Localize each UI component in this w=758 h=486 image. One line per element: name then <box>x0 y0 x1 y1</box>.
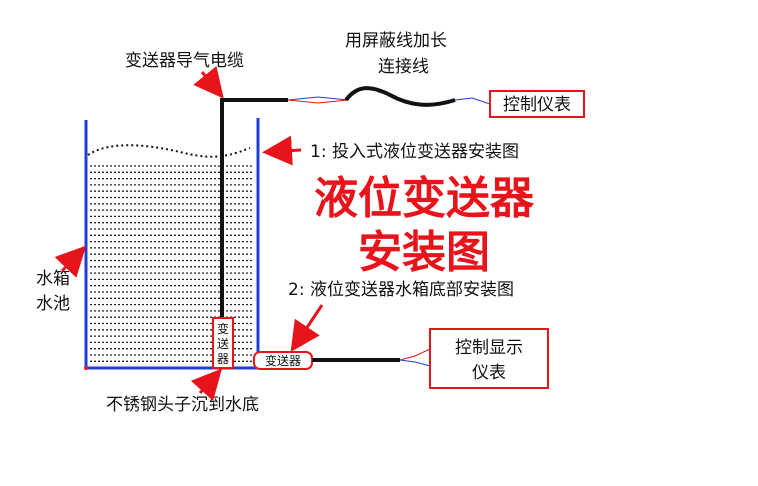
diagram-title-1: 液位变送器 <box>314 173 535 224</box>
submerged-probe: 变 送 器 <box>212 317 234 369</box>
water-surface <box>87 144 251 158</box>
probe-label-1: 变 <box>217 321 229 336</box>
arrow-to-cable <box>193 65 224 99</box>
probe-label-2: 送 <box>217 336 229 351</box>
arrow-to-probe <box>190 368 223 401</box>
arrow-to-tank-wall <box>54 245 87 278</box>
method2-label: 2: 液位变送器水箱底部安装图 <box>288 280 514 300</box>
stainless-note: 不锈钢头子沉到水底 <box>106 395 259 415</box>
tank-corner-dot <box>84 366 88 370</box>
control-meter-box: 控制仪表 <box>489 90 585 118</box>
arrow-to-tank <box>262 135 302 166</box>
extension-cable <box>287 86 491 107</box>
cable-label: 变送器导气电缆 <box>125 51 244 71</box>
probe-label-3: 器 <box>217 352 229 366</box>
control-meter-label: 控制仪表 <box>503 95 571 115</box>
arrow-to-bottom-transmitter <box>290 304 324 352</box>
tank-label-2: 水池 <box>36 294 70 314</box>
control-display-box: 控制显示 仪表 <box>429 328 549 389</box>
control-display-label-1: 控制显示 <box>455 338 523 358</box>
extension-label-1: 用屏蔽线加长 <box>345 31 447 51</box>
method1-label: 1: 投入式液位变送器安装图 <box>310 142 519 162</box>
bottom-transmitter-label: 变送器 <box>265 353 301 368</box>
transmitter-cable <box>220 98 288 320</box>
control-display-label-2: 仪表 <box>472 363 506 383</box>
bottom-transmitter: 变送器 <box>253 348 431 370</box>
tank-label-1: 水箱 <box>36 269 70 289</box>
diagram-title-2: 安装图 <box>358 227 490 278</box>
extension-label-2: 连接线 <box>378 57 429 77</box>
annotation-arrows <box>54 65 324 401</box>
